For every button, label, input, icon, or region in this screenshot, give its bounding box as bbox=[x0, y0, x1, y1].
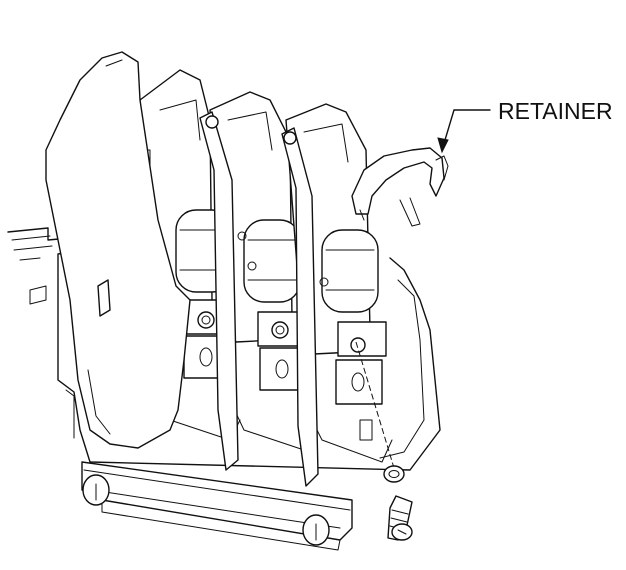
terminal-screw-exploded bbox=[355, 341, 413, 541]
retainer-callout: RETAINER bbox=[437, 98, 613, 154]
cover-slot bbox=[97, 279, 111, 317]
barrier-pin-left bbox=[205, 115, 219, 129]
pole-barriers bbox=[199, 111, 329, 487]
front-mounting-rail bbox=[81, 461, 353, 551]
terminal-screw-middle bbox=[271, 321, 289, 339]
retainer-clip bbox=[351, 147, 449, 227]
terminal-hole-right bbox=[350, 337, 366, 353]
fuse-cartridge-right bbox=[321, 229, 379, 313]
retainer-label: RETAINER bbox=[498, 98, 613, 124]
barrier-pin-right bbox=[283, 131, 297, 145]
front-cover-plate bbox=[45, 51, 191, 449]
terminal-screw-left bbox=[197, 311, 215, 329]
lock-washer bbox=[383, 465, 405, 483]
terminal-lug-middle bbox=[259, 347, 305, 391]
callout-arrowhead bbox=[437, 137, 449, 154]
terminal-lug-right bbox=[335, 359, 383, 405]
fuse-cartridge-middle bbox=[243, 219, 301, 303]
